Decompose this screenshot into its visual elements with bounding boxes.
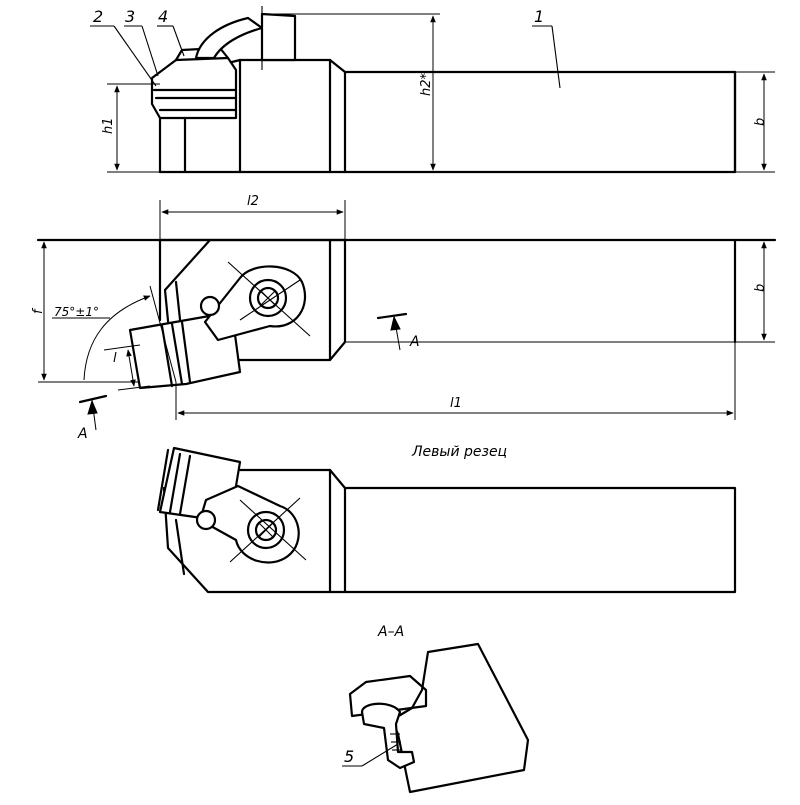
left-cutter-caption: Левый резец bbox=[411, 444, 507, 460]
section-mark-left: A bbox=[77, 394, 108, 442]
part-label-3: 3 bbox=[125, 7, 135, 26]
section-title: A–A bbox=[377, 624, 404, 640]
angle-label: 75°±1° bbox=[54, 305, 99, 319]
dim-b-plan: b bbox=[753, 241, 768, 341]
dim-f: f bbox=[31, 241, 140, 383]
section-mark-right-label: A bbox=[409, 334, 420, 350]
dim-h2-label: h2* bbox=[419, 72, 434, 96]
section-a-a: 5 bbox=[342, 642, 530, 794]
left-cutter-view bbox=[156, 446, 737, 594]
side-view-shank bbox=[158, 58, 737, 174]
section-mark-left-label: A bbox=[77, 426, 88, 442]
dim-b-side-label: b bbox=[753, 118, 768, 126]
dim-h1-label: h1 bbox=[101, 117, 116, 134]
side-view-insert bbox=[150, 56, 238, 120]
part-label-4: 4 bbox=[158, 7, 168, 26]
side-view-lever bbox=[194, 16, 264, 60]
dim-f-label: f bbox=[31, 307, 46, 314]
part-label-2: 2 bbox=[93, 7, 103, 26]
dim-l1: l1 bbox=[175, 342, 736, 420]
section-insert bbox=[348, 674, 428, 718]
plan-view-shank bbox=[158, 238, 347, 362]
dim-b-plan-label: b bbox=[753, 284, 768, 292]
plan-view: l2 b f l1 l bbox=[31, 194, 777, 442]
section-screw bbox=[360, 702, 416, 770]
dim-l2-label: l2 bbox=[247, 194, 259, 209]
section-mark-right: A bbox=[376, 312, 420, 351]
dim-l2: l2 bbox=[159, 194, 346, 240]
section-body-hatched bbox=[390, 642, 530, 794]
dim-l: l bbox=[103, 344, 151, 391]
dim-l1-label: l1 bbox=[450, 396, 462, 411]
dim-h1: h1 bbox=[101, 83, 160, 173]
dim-b-side: b bbox=[735, 71, 775, 173]
angle-dimension: 75°±1° bbox=[52, 285, 177, 383]
dim-h2: h2* bbox=[262, 13, 440, 171]
dim-l-label: l bbox=[113, 351, 117, 366]
left-cutter-shank bbox=[162, 468, 737, 594]
side-view: h1 h2* b 2 3 4 1 bbox=[90, 6, 775, 174]
part-leaders: 2 3 4 1 bbox=[90, 7, 561, 89]
part-label-5: 5 bbox=[344, 747, 354, 766]
part-label-1: 1 bbox=[534, 7, 544, 26]
